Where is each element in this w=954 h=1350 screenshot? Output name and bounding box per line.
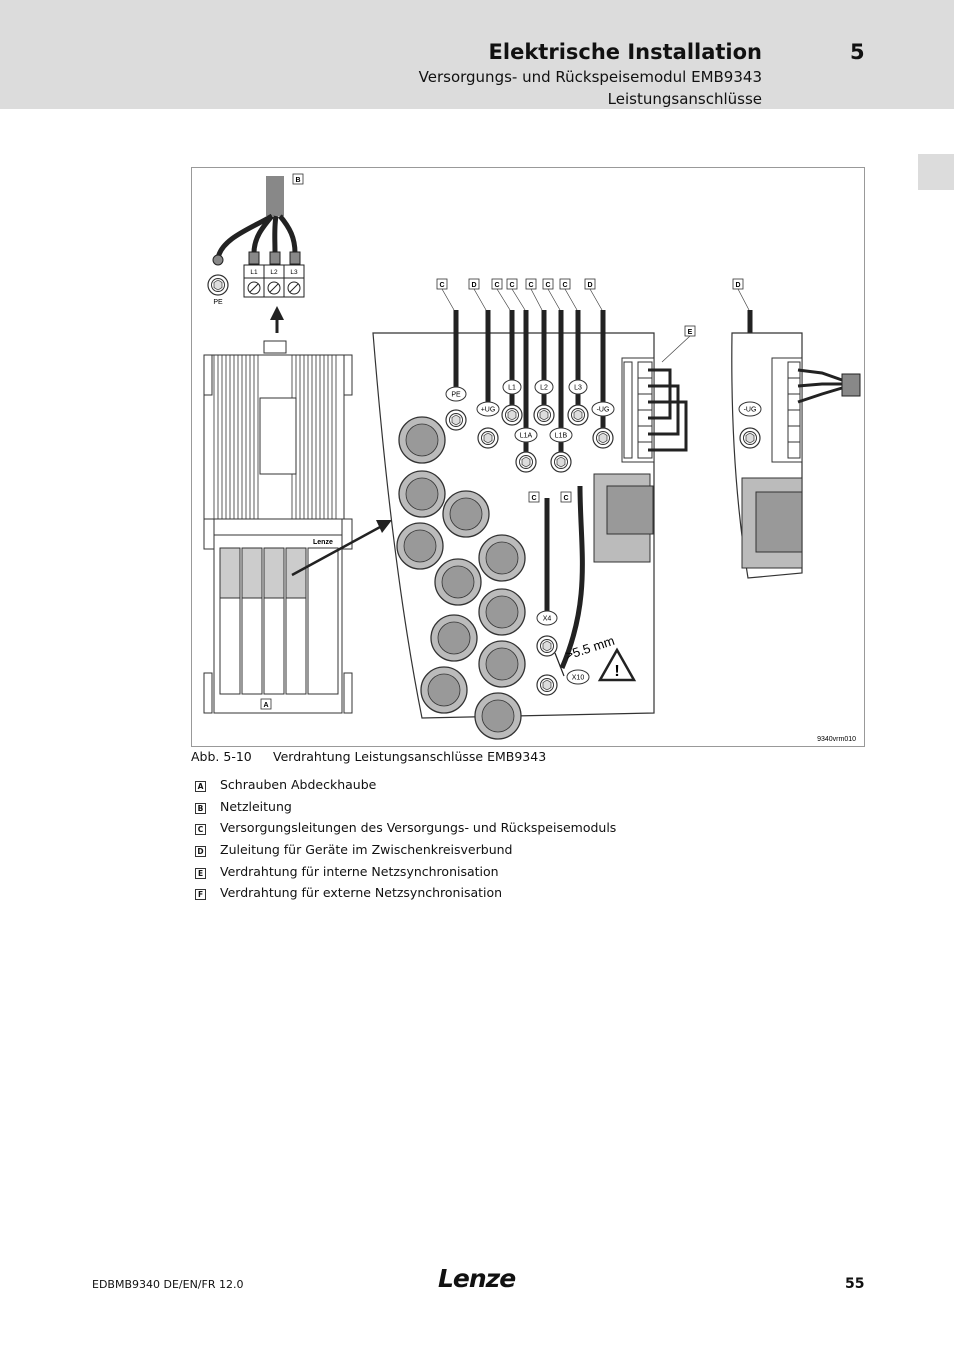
svg-text:-UG: -UG	[744, 407, 757, 414]
page-header: Elektrische Installation 5 Versorgungs- …	[0, 0, 954, 109]
legend-text: Zuleitung für Geräte im Zwischenkreisver…	[220, 842, 513, 858]
svg-text:B: B	[295, 177, 300, 184]
lenze-logo: Lenze	[438, 1264, 516, 1293]
figure-caption: Abb. 5-10 Verdrahtung Leistungsanschlüsse…	[191, 749, 546, 764]
svg-text:C: C	[563, 495, 568, 502]
svg-text:C: C	[531, 495, 536, 502]
svg-text:C: C	[494, 282, 499, 289]
chapter-side-tab	[918, 154, 954, 190]
svg-text:L1B: L1B	[555, 433, 568, 440]
key-a: A	[260, 698, 272, 710]
svg-text:-UG: -UG	[597, 407, 610, 414]
warning-icon	[597, 647, 637, 682]
svg-text:C: C	[528, 282, 533, 289]
legend-key: C	[195, 824, 206, 836]
legend-text: Verdrahtung für externe Netzsynchronisat…	[220, 885, 503, 901]
figure-id: 9340vrm010	[817, 736, 856, 743]
module-drawing: Lenze A	[203, 340, 353, 714]
wiring-figure: PE B L1 L2 L3	[191, 167, 865, 747]
svg-text:Lenze: Lenze	[313, 539, 333, 546]
svg-text:L1A: L1A	[520, 433, 533, 440]
label-pe: PE	[213, 299, 223, 306]
legend-key: F	[195, 889, 206, 901]
section-subtitle: Versorgungs- und Rückspeisemodul EMB9343	[418, 68, 762, 86]
svg-text:E: E	[688, 329, 693, 336]
svg-text:L2: L2	[540, 385, 548, 392]
legend-key: D	[195, 846, 206, 858]
document-number: EDBMB9340 DE/EN/FR 12.0	[92, 1278, 244, 1291]
svg-text:D: D	[587, 282, 592, 289]
legend-key: A	[195, 781, 206, 792]
svg-text:C: C	[545, 282, 550, 289]
svg-text:D: D	[735, 282, 740, 289]
callout-keys-top: C D C C C C C D D E C C	[436, 278, 744, 503]
key-b: B	[292, 173, 304, 185]
legend-text: Netzleitung	[220, 798, 292, 814]
svg-text:C: C	[562, 282, 567, 289]
svg-text:L3: L3	[290, 269, 298, 276]
svg-text:A: A	[263, 702, 268, 709]
section-subtitle-2: Leistungsanschlüsse	[607, 90, 762, 108]
svg-text:!: !	[614, 663, 619, 680]
svg-text:L1: L1	[250, 269, 258, 276]
mains-cable	[266, 176, 284, 216]
legend-text: Versorgungsleitungen des Versorgungs- un…	[220, 820, 617, 836]
svg-text:L1: L1	[508, 385, 516, 392]
chapter-title: Elektrische Installation	[488, 40, 762, 64]
svg-text:L3: L3	[574, 385, 582, 392]
caption-number: Abb. 5-10	[191, 749, 252, 764]
page-number: 55	[845, 1276, 865, 1292]
svg-text:X4: X4	[543, 616, 552, 623]
legend-key: E	[195, 867, 206, 879]
legend-key: B	[195, 802, 206, 814]
legend-text: Verdrahtung für interne Netzsynchronisat…	[220, 863, 499, 879]
svg-text:L2: L2	[270, 269, 278, 276]
svg-text:X10: X10	[572, 675, 585, 682]
svg-text:PE: PE	[451, 392, 461, 399]
caption-text: Verdrahtung Leistungsanschlüsse EMB9343	[273, 749, 547, 764]
chapter-number: 5	[850, 40, 865, 64]
svg-text:D: D	[471, 282, 476, 289]
svg-text:+UG: +UG	[481, 407, 496, 414]
svg-text:C: C	[439, 282, 444, 289]
legend-text: Schrauben Abdeckhaube	[220, 777, 377, 792]
svg-text:C: C	[509, 282, 514, 289]
